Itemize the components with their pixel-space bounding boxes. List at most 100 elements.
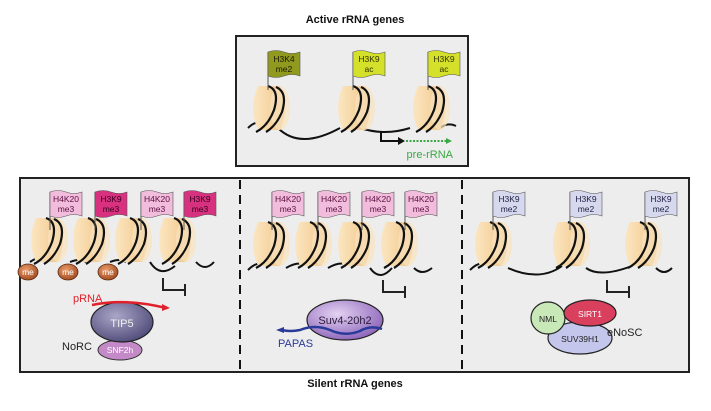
- histone-mark-label: H4K20: [275, 194, 301, 204]
- histone-mark-label: me3: [370, 204, 387, 214]
- sirt1-subunit: [563, 299, 617, 327]
- dna-wrap: [161, 216, 184, 265]
- dna-wrap: [255, 84, 278, 133]
- dna-wrap: [117, 216, 140, 265]
- methyl-dot: [57, 263, 79, 281]
- methyl-label: me: [22, 267, 34, 277]
- dna-wrap: [43, 217, 64, 265]
- nml-label: NML: [539, 314, 557, 324]
- methyl-label: me: [102, 267, 114, 277]
- histone-core-face: [270, 86, 290, 130]
- histone-mark-label: H3K9: [498, 194, 520, 204]
- histone-mark-label: me2: [578, 204, 595, 214]
- histone-mark-label: me2: [653, 204, 670, 214]
- arrow-head: [276, 327, 284, 333]
- methyl-dot: [17, 263, 39, 281]
- histone-core-face: [430, 86, 450, 130]
- nucleosome: [413, 84, 450, 133]
- flag-banner: [361, 190, 395, 218]
- dna-strand: [247, 262, 433, 276]
- histone-core-face: [492, 222, 512, 266]
- arrow-head: [446, 138, 452, 144]
- dna-wrap: [33, 216, 56, 265]
- dna-wrap: [350, 85, 371, 133]
- flag-banner: [267, 50, 301, 78]
- histone-mark-label: H4K20: [144, 194, 170, 204]
- suv4-20h2-label: Suv4-20h2: [318, 315, 371, 327]
- repression-symbol: [382, 280, 406, 298]
- nucleosome: [625, 220, 662, 269]
- histone-mark-label: H4K20: [321, 194, 347, 204]
- dna-wrap: [85, 217, 106, 265]
- histone-mark-label: H3K9: [189, 194, 211, 204]
- dna-wrap: [555, 220, 578, 269]
- silent-genes-title: Silent rRNA genes: [307, 378, 403, 390]
- prna-label: pRNA: [73, 293, 103, 305]
- transcription-start-arrow: [380, 131, 401, 142]
- histone-core-face: [355, 86, 375, 130]
- histone-core-face: [355, 222, 375, 266]
- nucleosome: [31, 216, 68, 265]
- flag-banner: [644, 190, 678, 218]
- nml-subunit: [530, 301, 566, 335]
- flag-banner: [569, 190, 603, 218]
- histone-mark-label: me3: [280, 204, 297, 214]
- prna-strand: [91, 300, 167, 310]
- histone-mark-label: H4K20: [408, 194, 434, 204]
- nucleosome: [338, 220, 375, 269]
- dna-wrap: [415, 84, 438, 133]
- methyl-group: me: [57, 263, 79, 281]
- flag-banner: [427, 50, 461, 78]
- tip5-label: TIP5: [110, 318, 133, 330]
- dna-wrap: [255, 220, 278, 269]
- histone-mark-label: H3K4: [273, 54, 295, 64]
- papas-label: PAPAS: [278, 338, 313, 350]
- nucleosome: [295, 220, 332, 269]
- histone-mark-label: me3: [103, 204, 120, 214]
- flag-banner: [94, 190, 128, 218]
- dna-wrap: [75, 216, 98, 265]
- histone-core-face: [312, 222, 332, 266]
- snf2h-label: SNF2h: [107, 345, 134, 355]
- dna-wrap: [171, 217, 192, 265]
- dna-wrap: [637, 221, 658, 269]
- flag-banner: [49, 190, 83, 218]
- dna-wrap: [487, 221, 508, 269]
- arrow-head: [162, 304, 170, 311]
- histone-mark-label: me3: [58, 204, 75, 214]
- histone-mark-label: H4K20: [53, 194, 79, 204]
- active-genes-title: Active rRNA genes: [306, 14, 405, 26]
- histone-core-face: [48, 218, 68, 262]
- repression-symbol: [606, 280, 630, 298]
- histone-mark-label: ac: [440, 64, 450, 74]
- histone-mark-label: H4K20: [365, 194, 391, 204]
- papas-strand: [281, 325, 383, 335]
- histone-mark-label: H3K9: [650, 194, 672, 204]
- nucleosome: [159, 216, 196, 265]
- dna-wrap: [350, 221, 371, 269]
- histone-mark-label: me2: [501, 204, 518, 214]
- histone-mark-label: H3K9: [575, 194, 597, 204]
- flag-banner: [492, 190, 526, 218]
- histone-core-face: [176, 218, 196, 262]
- pre-rrna-label: pre-rRNA: [407, 149, 454, 161]
- nucleosome: [253, 220, 290, 269]
- flag-banner: [140, 190, 174, 218]
- dna-wrap: [340, 84, 363, 133]
- methyl-group: me: [97, 263, 119, 281]
- histone-core-face: [132, 218, 152, 262]
- dna-wrap: [340, 220, 363, 269]
- suv39h1-label: SUV39H1: [561, 334, 599, 344]
- norc-label: NoRC: [62, 341, 92, 353]
